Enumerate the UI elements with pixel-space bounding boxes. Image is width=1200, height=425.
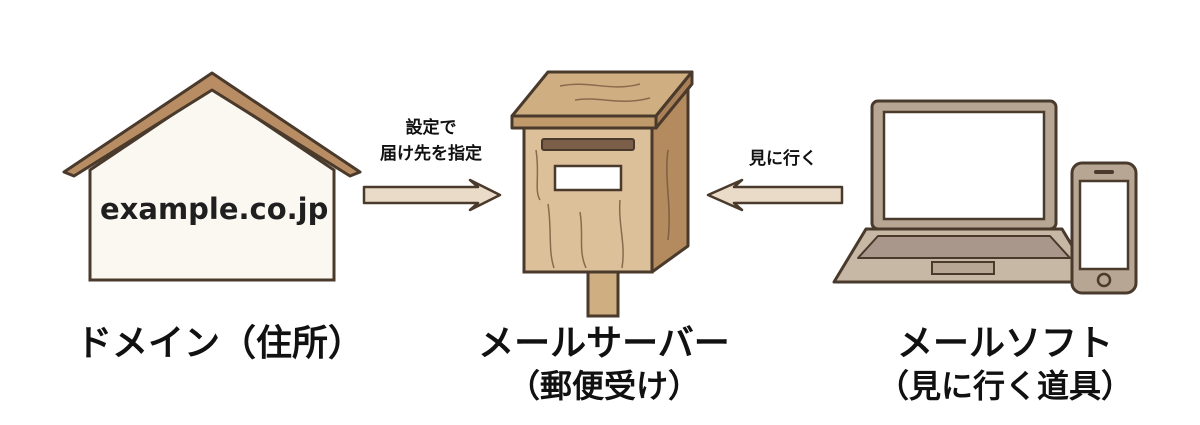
arrow-label-view: 見に行く (749, 149, 817, 169)
phone-screen (1078, 179, 1130, 271)
mail-server-title: メールサーバー (478, 323, 730, 364)
house-icon (62, 71, 362, 282)
mailbox-post (586, 266, 620, 318)
mail-slot (541, 138, 635, 151)
laptop-icon (832, 99, 1096, 284)
keyboard (857, 235, 1071, 259)
name-plate (553, 164, 623, 192)
arrow-left-icon (706, 178, 844, 212)
home-button (1096, 272, 1112, 288)
mail-server-subtitle: （郵便受け） (507, 367, 700, 405)
domain-name-text: example.co.jp (100, 192, 329, 226)
mail-soft-title: メールソフト (896, 323, 1113, 364)
mailbox-icon (510, 70, 694, 318)
arrow-label-line1: 設定で (405, 118, 457, 138)
domain-title: ドメイン（住所） (75, 323, 364, 364)
smartphone-icon (1070, 161, 1138, 295)
mail-soft-subtitle: （見に行く道具） (876, 367, 1133, 405)
laptop-screen (882, 110, 1046, 221)
roof-shape (62, 71, 362, 178)
arrow-label-line2: 届け先を指定 (380, 144, 482, 164)
arrow-right-icon (362, 178, 502, 212)
trackpad (931, 261, 995, 275)
